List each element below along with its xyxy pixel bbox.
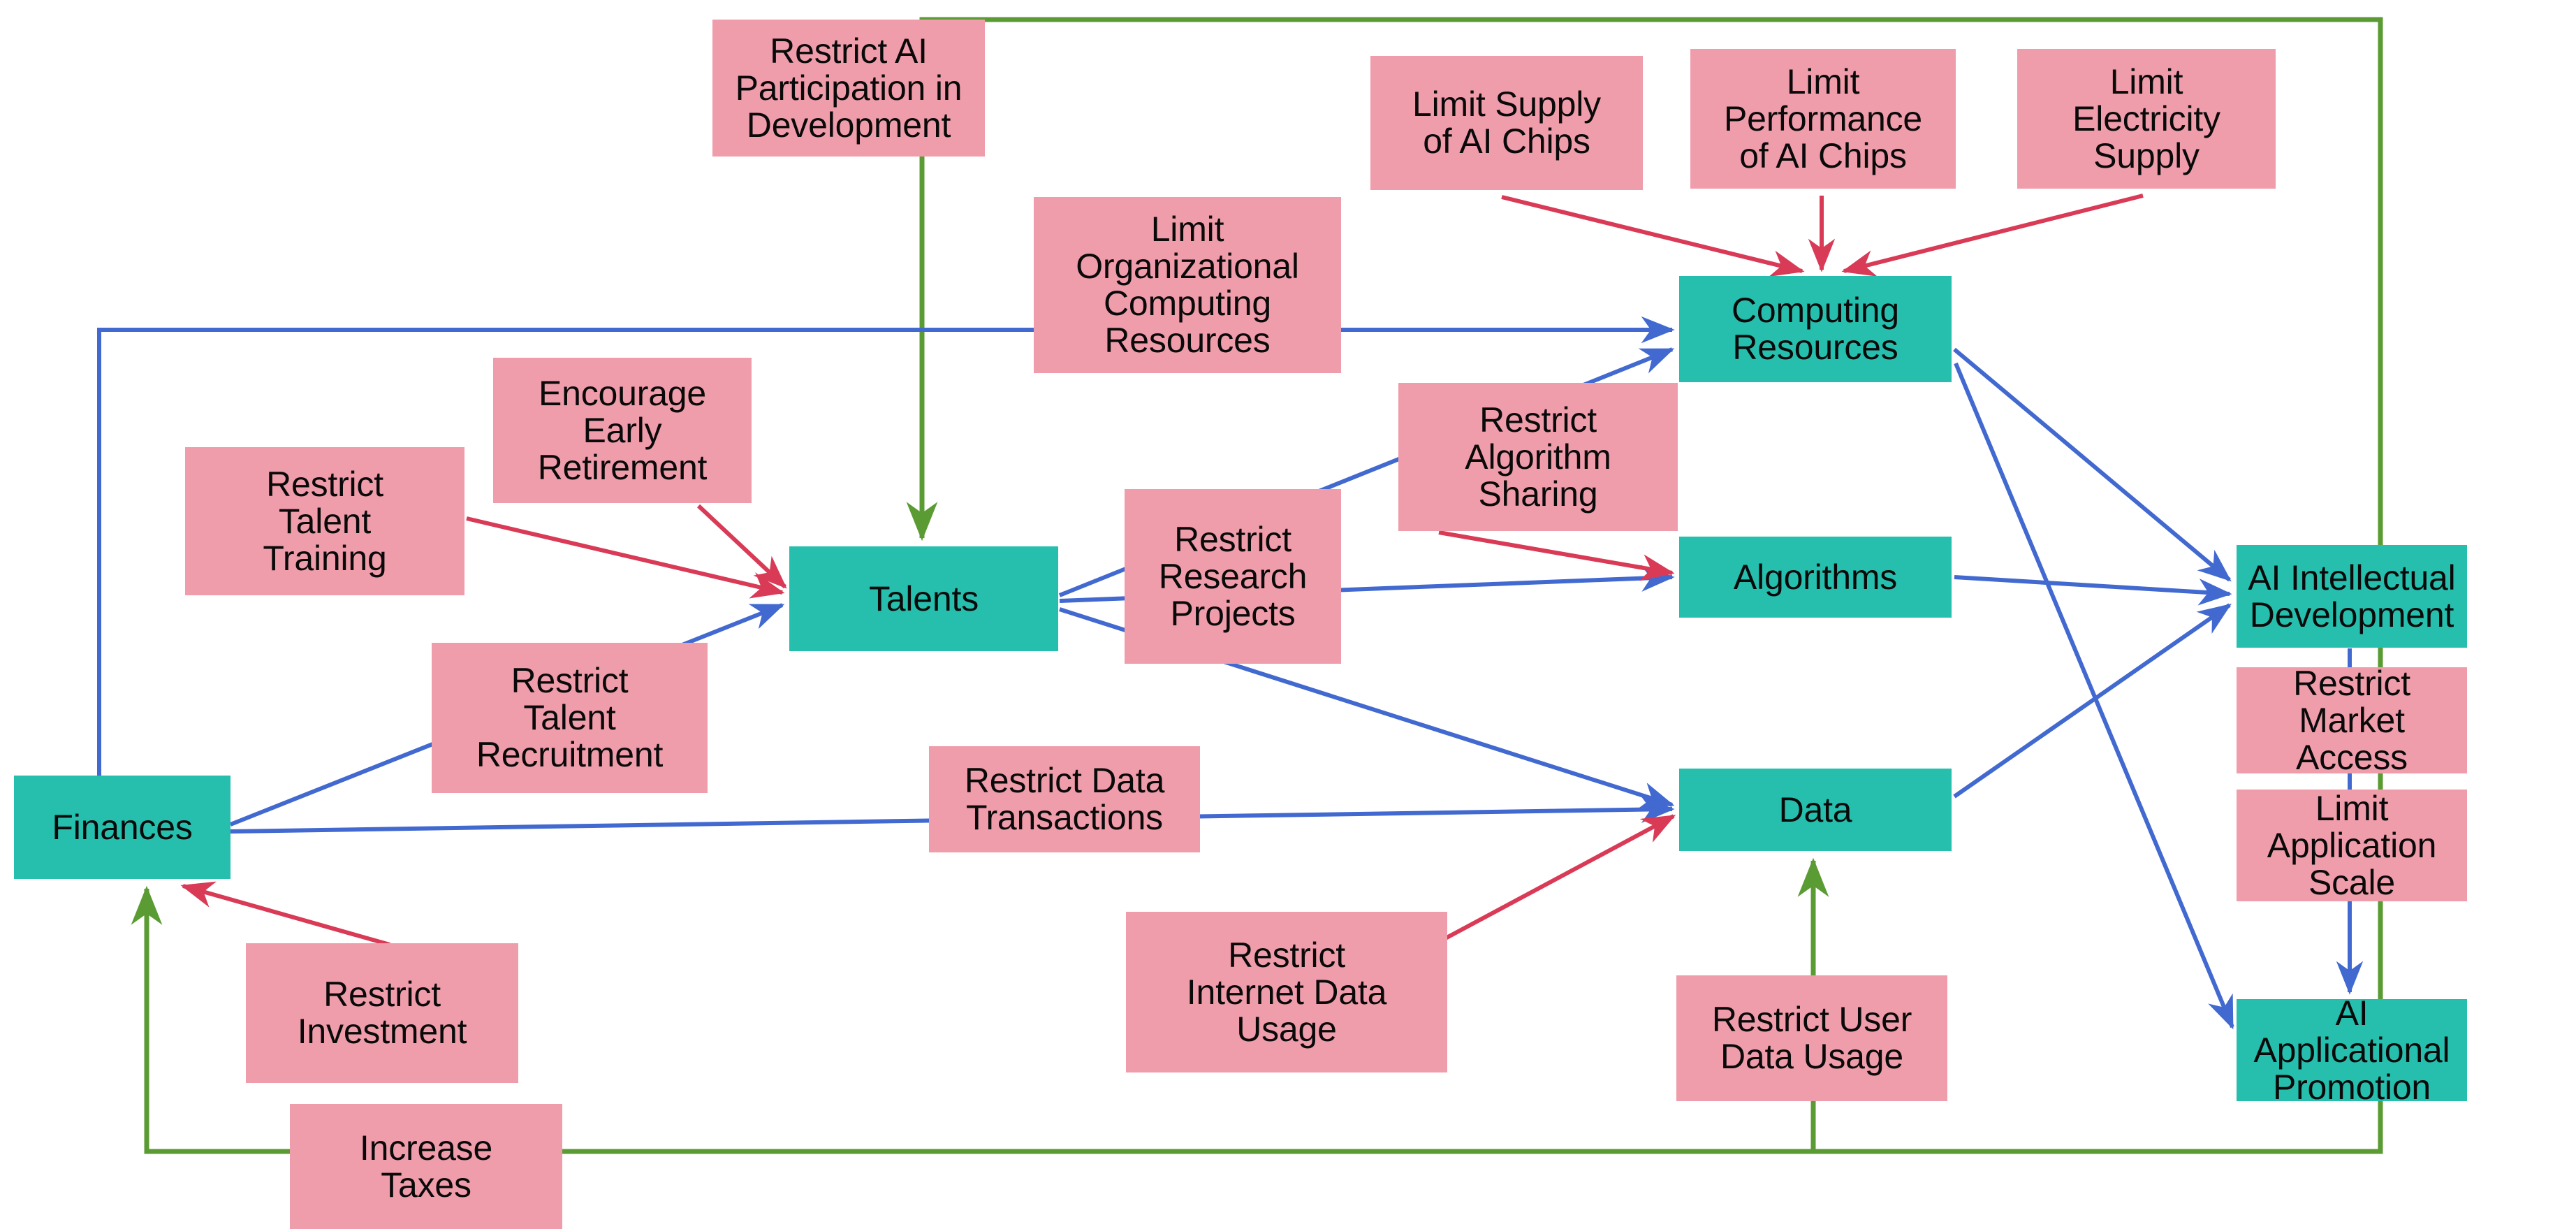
node-talents[interactable]: Talents [789, 546, 1058, 651]
edge-computing-to-promotion [1954, 362, 2234, 1030]
edge-data-to-intellectual [1953, 603, 2232, 799]
node-increase-taxes[interactable]: Increase Taxes [290, 1104, 562, 1229]
node-restrict-market-access[interactable]: Restrict Market Access [2237, 664, 2467, 776]
edge-algorithms-to-intellectual [1954, 575, 2232, 606]
node-restrict-algorithm-sharing[interactable]: Restrict Algorithm Sharing [1398, 383, 1678, 531]
edge-computing-to-intellectual [1953, 347, 2232, 582]
node-restrict-data-transactions[interactable]: Restrict Data Transactions [929, 746, 1200, 852]
node-restrict-talent-recruitment[interactable]: Restrict Talent Recruitment [432, 643, 708, 793]
node-data[interactable]: Data [1679, 769, 1952, 851]
node-restrict-investment[interactable]: Restrict Investment [246, 943, 518, 1083]
edge-earlyretirement-to-talents [696, 504, 787, 589]
node-limit-organizational-computing-resources[interactable]: Limit Organizational Computing Resources [1034, 197, 1341, 373]
node-limit-electricity-supply[interactable]: Limit Electricity Supply [2017, 49, 2276, 189]
node-restrict-user-data-usage[interactable]: Restrict User Data Usage [1676, 975, 1947, 1101]
node-restrict-talent-training[interactable]: Restrict Talent Training [185, 447, 464, 595]
node-ai-applicational-promotion[interactable]: AI Applicational Promotion [2237, 994, 2467, 1105]
node-computing-resources[interactable]: Computing Resources [1679, 276, 1952, 382]
node-restrict-internet-data-usage[interactable]: Restrict Internet Data Usage [1126, 912, 1447, 1072]
edge-talenttraining-to-talents [466, 516, 785, 599]
node-ai-intellectual-development[interactable]: AI Intellectual Development [2237, 545, 2467, 648]
node-restrict-ai-participation[interactable]: Restrict AI Participation in Development [712, 20, 985, 157]
edge-investment-to-finances [180, 881, 390, 947]
edge-electricity-to-computing [1841, 194, 2144, 277]
node-restrict-research-projects[interactable]: Restrict Research Projects [1125, 489, 1341, 664]
edge-algosharing-to-algorithms [1438, 530, 1675, 581]
node-encourage-early-retirement[interactable]: Encourage Early Retirement [493, 358, 752, 503]
node-limit-application-scale[interactable]: Limit Application Scale [2237, 790, 2467, 901]
edge-chipsupply-to-computing [1501, 195, 1805, 277]
node-algorithms[interactable]: Algorithms [1679, 537, 1952, 618]
node-limit-supply-of-ai-chips[interactable]: Limit Supply of AI Chips [1370, 56, 1643, 190]
node-finances[interactable]: Finances [14, 776, 230, 879]
edge-internetdata-to-data [1437, 814, 1676, 944]
node-limit-performance-of-ai-chips[interactable]: Limit Performance of AI Chips [1690, 49, 1956, 189]
